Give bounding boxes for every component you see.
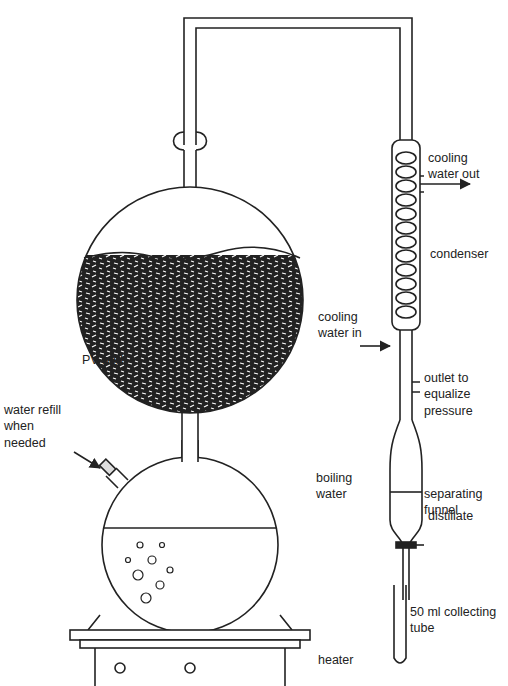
flask-neck <box>184 150 196 188</box>
outlet-tube <box>400 330 412 420</box>
pressure-outlet <box>412 382 420 392</box>
water-level <box>104 527 276 529</box>
coil-loop <box>396 250 416 262</box>
coil-loop <box>396 166 416 178</box>
vapour-tube <box>196 28 400 145</box>
heater-body <box>95 648 285 686</box>
stand-plate <box>80 640 300 648</box>
condenser-coil <box>396 152 416 318</box>
coil-loop <box>396 306 416 318</box>
coil-loop <box>396 180 416 192</box>
water-out-arrow <box>420 183 470 185</box>
flask-bulb <box>174 132 207 150</box>
flow-label: cooling water out <box>428 150 490 183</box>
water-in-arrow <box>360 345 390 347</box>
coil-loop <box>396 152 416 164</box>
coil-loop <box>396 222 416 234</box>
flow-label: cooling water in <box>318 309 376 342</box>
heater-knob <box>185 663 195 673</box>
phase-boundary <box>390 491 422 493</box>
note-label: water refill when needed <box>4 402 72 451</box>
vapour-tube <box>184 18 412 145</box>
part-label: condenser <box>430 246 488 262</box>
coil-loop <box>396 264 416 276</box>
coil-loop <box>396 208 416 220</box>
part-label: outlet to equalize pressure <box>424 370 494 419</box>
glassware <box>70 18 470 686</box>
coil-loop <box>396 236 416 248</box>
part-label: boiling water <box>316 470 372 503</box>
stand-plate <box>70 630 310 640</box>
boiling-flask <box>102 457 278 633</box>
bubbles <box>126 542 174 603</box>
separating-funnel <box>390 420 422 545</box>
coil-loop <box>396 194 416 206</box>
part-label: heater <box>318 652 353 668</box>
coil-loop <box>396 278 416 290</box>
stopcock <box>396 542 416 548</box>
part-label: 50 ml collecting tube <box>410 604 504 637</box>
coil-loop <box>396 292 416 304</box>
part-label: distillate <box>428 508 473 524</box>
collecting-tube <box>394 585 406 663</box>
stand <box>88 615 292 630</box>
part-label: PV herb <box>82 352 127 368</box>
herb-surface <box>84 247 300 259</box>
heater-knob <box>115 663 125 673</box>
herb-charge <box>77 255 303 415</box>
herb-flask <box>77 187 303 413</box>
refill-arrow <box>74 452 100 468</box>
condenser-jacket <box>392 140 420 330</box>
